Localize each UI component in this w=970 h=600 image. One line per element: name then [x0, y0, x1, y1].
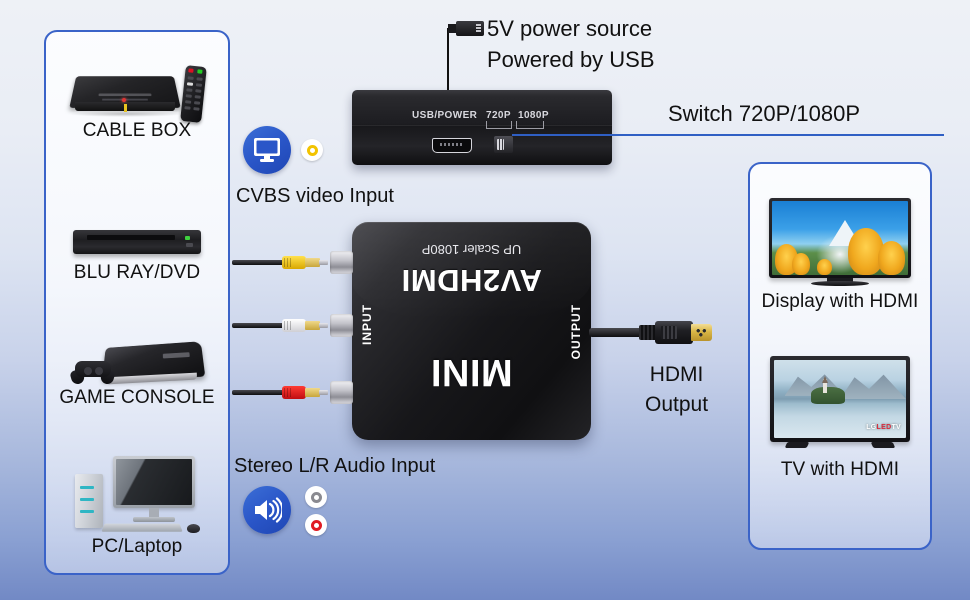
rca-cable-white — [232, 319, 344, 332]
hdmi-output-line1: HDMI — [649, 363, 704, 386]
source-item-game-console: GAME CONSOLE — [46, 337, 228, 409]
gamepad-icon — [67, 359, 119, 386]
output-displays-panel: Display with HDMI LGLEDTV — [748, 162, 932, 550]
game-console-icon — [67, 337, 207, 387]
resolution-720p-label: 720P — [486, 110, 511, 121]
source-item-pc: PC/Laptop — [46, 456, 228, 558]
source-item-label: PC/Laptop — [91, 536, 183, 557]
source-item-label: BLU RAY/DVD — [73, 262, 201, 283]
source-item-blu-ray: BLU RAY/DVD — [46, 222, 228, 284]
cable-box-icon — [67, 58, 207, 123]
hdmi-output-line2: Output — [645, 393, 709, 416]
rca-jack-audio-left — [330, 314, 353, 337]
output-item-label: Display with HDMI — [761, 291, 919, 312]
blu-ray-player-icon — [73, 222, 201, 262]
television-icon — [769, 198, 911, 286]
resolution-1080p-label: 1080P — [518, 110, 549, 121]
micro-usb-port[interactable] — [432, 138, 472, 153]
converter-mini-label: MINI — [430, 351, 513, 393]
usb-power-label: USB/POWER — [412, 110, 478, 121]
converter-input-label: INPUT — [360, 304, 374, 345]
output-item-display: Display with HDMI — [750, 198, 930, 313]
converter-subtitle: UP Scaler 1080P — [421, 242, 522, 257]
rca-white-connector-icon — [305, 486, 327, 508]
lg-brand-logo: LGLEDTV — [866, 424, 901, 431]
av2hdmi-converter: UP Scaler 1080P AV2HDMI MINI INPUT OUTPU… — [352, 222, 591, 440]
rca-red-connector-icon — [305, 514, 327, 536]
desktop-computer-icon — [67, 456, 207, 536]
output-item-tv: LGLEDTV TV with HDMI — [750, 356, 930, 481]
power-source-line2: Powered by USB — [487, 47, 655, 72]
usb-plug-icon — [448, 21, 484, 36]
annotation-cvbs-input: CVBS video Input — [236, 185, 394, 207]
annotation-switch-resolution: Switch 720P/1080P — [668, 101, 861, 126]
source-devices-panel: CABLE BOX BLU RAY/DVD — [44, 30, 230, 575]
resolution-slide-switch[interactable] — [494, 136, 513, 153]
speaker-icon — [243, 486, 291, 534]
annotation-audio-input: Stereo L/R Audio Input — [234, 455, 436, 477]
usb-leader-line — [447, 28, 449, 90]
rca-yellow-connector-icon — [301, 139, 323, 161]
power-source-line1: 5V power source — [487, 16, 653, 41]
converter-output-label: OUTPUT — [569, 304, 583, 360]
annotation-hdmi-output: HDMI Output — [645, 360, 708, 420]
remote-control-icon — [180, 65, 207, 123]
hdmi-plug-icon — [589, 320, 714, 344]
television-icon: LGLEDTV — [770, 356, 910, 450]
source-item-cable-box: CABLE BOX — [46, 58, 228, 142]
source-item-label: CABLE BOX — [82, 120, 192, 141]
annotation-power-source: 5V power source Powered by USB — [487, 13, 655, 75]
output-item-label: TV with HDMI — [780, 459, 900, 480]
rca-cable-yellow — [232, 256, 344, 269]
rca-jack-video — [330, 251, 353, 274]
source-item-label: GAME CONSOLE — [59, 387, 215, 408]
rca-cable-red — [232, 386, 344, 399]
rca-jack-audio-right — [330, 381, 353, 404]
switch-leader-line — [512, 134, 944, 136]
converter-model-name: AV2HDMI — [401, 263, 542, 298]
power-switch-device: USB/POWER 720P 1080P — [352, 90, 612, 165]
monitor-icon — [243, 126, 291, 174]
